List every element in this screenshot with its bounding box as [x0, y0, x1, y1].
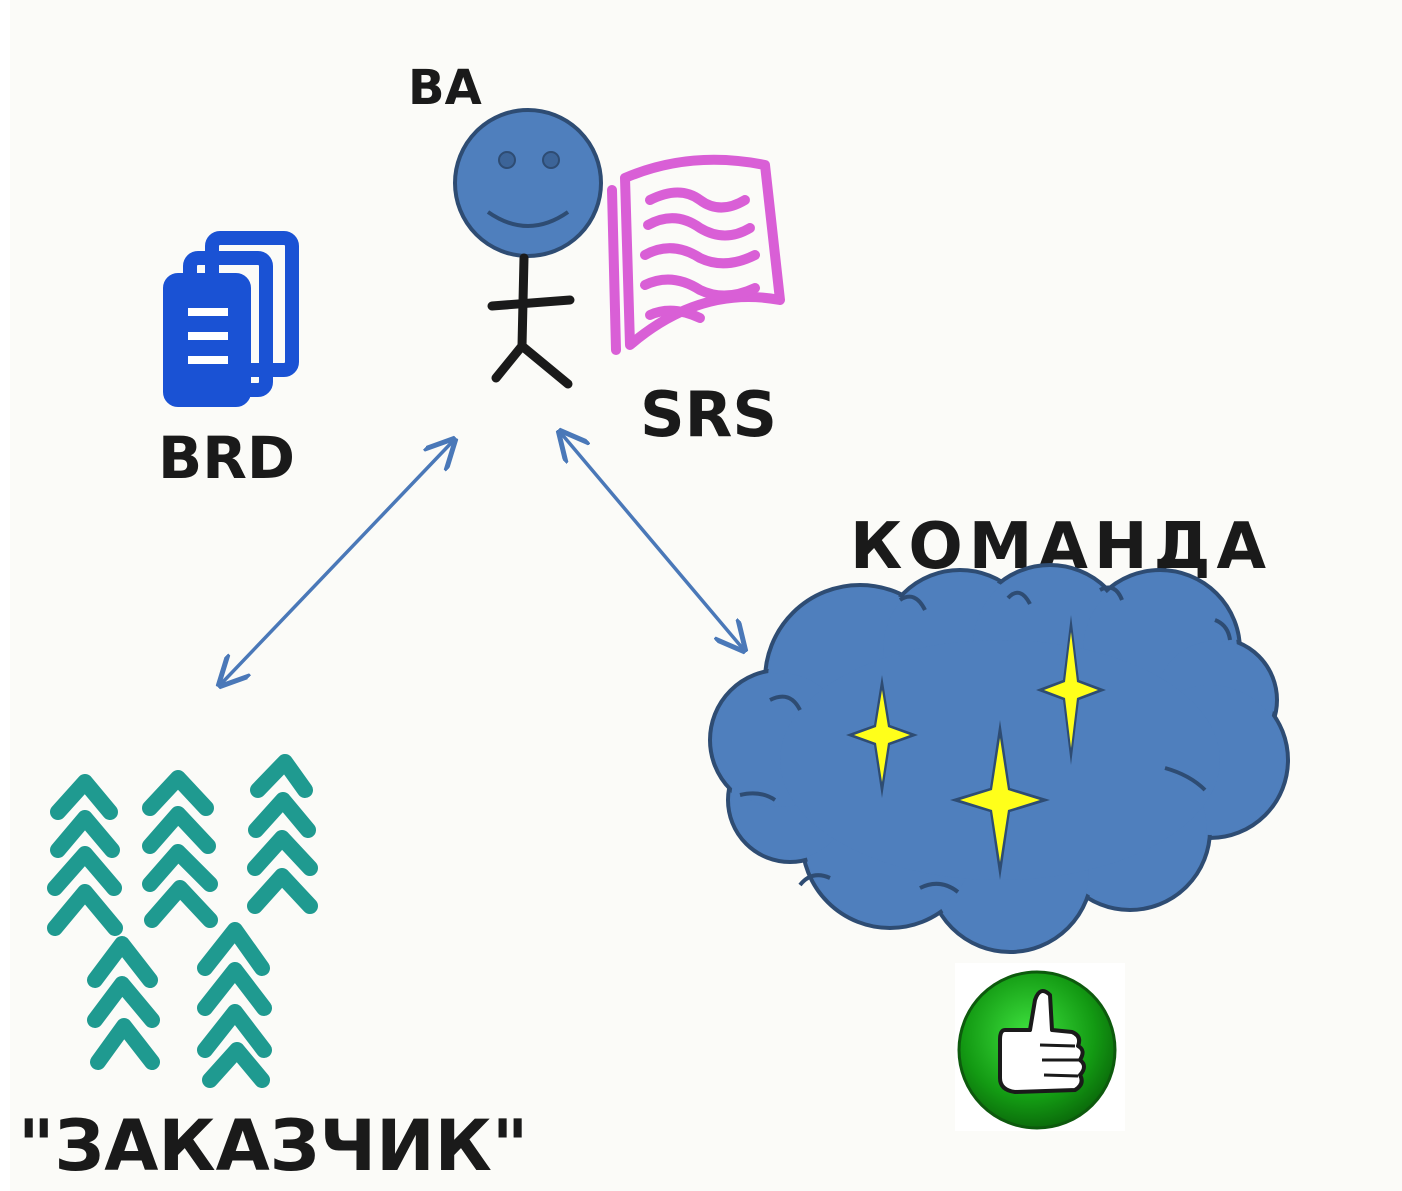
thumbs-up-icon [955, 963, 1125, 1131]
brd-label: BRD [158, 424, 295, 492]
customer-group: "ЗАКАЗЧИК" [18, 754, 528, 1187]
star-3 [950, 720, 1050, 880]
document-scroll-icon [607, 154, 785, 355]
star-1 [846, 675, 918, 798]
srs-label: SRS [640, 378, 777, 451]
ba-customer-arrow [220, 440, 454, 685]
ba-figure: BA [408, 60, 603, 389]
star-2 [1036, 615, 1106, 765]
cloud-with-stars-icon [708, 563, 1290, 954]
stick-figure-smiley-icon [453, 108, 603, 389]
team-group: КОМАНДА [708, 510, 1290, 1131]
document-stack-icon [163, 231, 299, 407]
left-border [0, 0, 10, 1191]
customer-label: "ЗАКАЗЧИК" [18, 1105, 528, 1187]
ba-label: BA [408, 60, 482, 116]
ba-team-arrow [560, 432, 744, 650]
fir-trees-icon [47, 754, 318, 1088]
